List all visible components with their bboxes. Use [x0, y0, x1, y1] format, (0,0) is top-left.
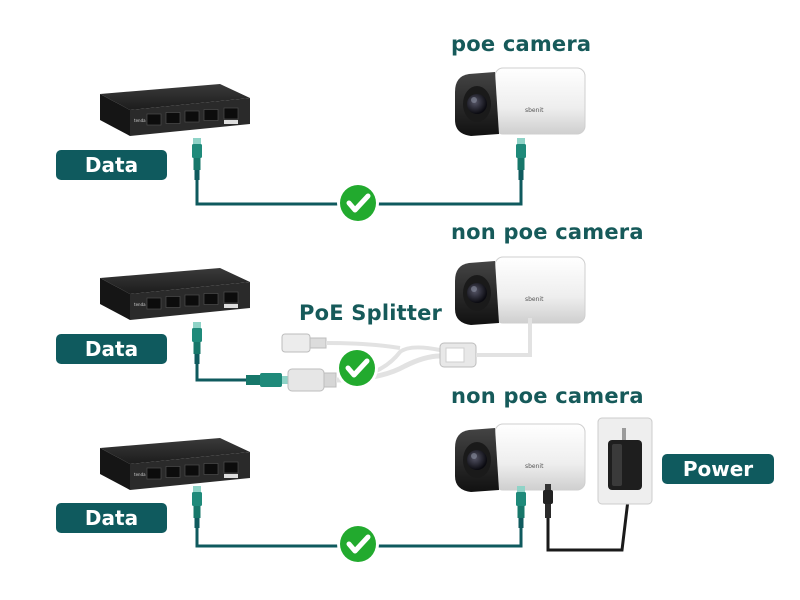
network-switch-icon — [99, 437, 251, 491]
power-tag: Power — [662, 454, 774, 484]
rj45-connector-icon — [516, 486, 526, 528]
bullet-camera-icon — [454, 423, 586, 493]
rj45-connector-icon — [246, 373, 288, 387]
bullet-camera-icon — [454, 67, 586, 137]
check-icon — [337, 182, 379, 224]
bullet-camera-icon — [454, 256, 586, 326]
power-cable-line — [546, 499, 630, 552]
rj45-connector-icon — [516, 138, 526, 180]
data-tag: Data — [56, 503, 167, 533]
poe-splitter-label: PoE Splitter — [299, 301, 443, 325]
network-switch-icon — [99, 267, 251, 321]
poe-splitter-icon — [281, 318, 532, 392]
rj45-connector-icon — [192, 138, 202, 180]
ethernet-cable-line — [195, 364, 248, 382]
non-poe-camera-label: non poe camera — [451, 220, 644, 244]
power-adapter-icon — [597, 417, 653, 505]
dc-plug-icon — [543, 484, 553, 518]
rj45-connector-icon — [192, 486, 202, 528]
data-tag: Data — [56, 334, 167, 364]
non-poe-camera-label: non poe camera — [451, 384, 644, 408]
network-switch-icon — [99, 83, 251, 137]
check-icon — [337, 523, 379, 565]
poe-camera-label: poe camera — [451, 32, 592, 56]
check-icon — [336, 347, 378, 389]
data-tag: Data — [56, 150, 167, 180]
rj45-connector-icon — [192, 322, 202, 364]
